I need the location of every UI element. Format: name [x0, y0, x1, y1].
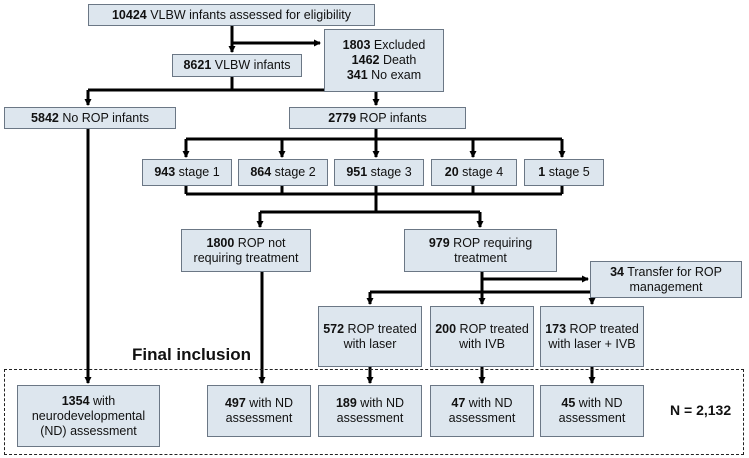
- final-inclusion-label: Final inclusion: [132, 345, 252, 364]
- num: 173: [545, 321, 567, 336]
- num: 497: [224, 396, 246, 410]
- num: 200: [435, 321, 457, 336]
- num: 572: [323, 321, 345, 336]
- box-nd-ivb: 47 with ND assessment: [430, 385, 534, 437]
- text: ROP infants: [356, 110, 427, 125]
- num: 1800: [206, 235, 235, 250]
- num: 341: [346, 68, 368, 82]
- box-requiring-treatment: 979 ROP requiring treatment: [404, 229, 557, 272]
- text: with ND assessment: [448, 396, 516, 425]
- text: with ND assessment: [225, 396, 294, 425]
- num: 1803: [342, 38, 371, 52]
- text: with ND assessment: [336, 396, 405, 425]
- box-nd-not-requiring-treatment: 497 with ND assessment: [207, 385, 311, 437]
- text: Excluded: [370, 38, 426, 52]
- box-laser-ivb: 173 ROP treated with laser + IVB: [540, 306, 644, 367]
- num: 2779: [328, 110, 357, 125]
- box-nd-no-rop: 1354 with neurodevelopmental (ND) assess…: [17, 385, 160, 447]
- box-vlbw: 8621 VLBW infants: [172, 54, 302, 77]
- text: ROP treated with IVB: [456, 321, 529, 351]
- box-no-rop: 5842 No ROP infants: [4, 107, 176, 129]
- num: 1462: [351, 53, 380, 67]
- box-nd-laser: 189 with ND assessment: [318, 385, 422, 437]
- total-count-label: N = 2,132: [670, 402, 732, 418]
- box-rop: 2779 ROP infants: [289, 107, 466, 129]
- num: 951: [346, 165, 368, 179]
- num: 34: [610, 264, 624, 279]
- box-not-requiring-treatment: 1800 ROP not requiring treatment: [181, 229, 311, 272]
- box-excluded: 1803 Excluded 1462 Death 341 No exam: [324, 29, 444, 92]
- box-transfer: 34 Transfer for ROP management: [590, 261, 742, 298]
- text: stage 2: [271, 165, 316, 179]
- text: ROP treated with laser + IVB: [548, 321, 639, 351]
- box-stage-2: 864 stage 2: [238, 159, 328, 186]
- box-stage-5: 1 stage 5: [524, 159, 604, 186]
- num: 10424: [111, 7, 147, 22]
- text: ROP treated with laser: [343, 321, 417, 351]
- num: 1: [538, 165, 546, 179]
- box-stage-4: 20 stage 4: [431, 159, 517, 186]
- text: stage 1: [175, 165, 220, 179]
- num: 864: [250, 165, 272, 179]
- num: 47: [451, 396, 466, 410]
- text: Death: [379, 53, 417, 67]
- num: 979: [428, 235, 450, 250]
- num: 5842: [31, 110, 59, 125]
- num: 45: [561, 396, 576, 410]
- num: 943: [154, 165, 176, 179]
- box-nd-laser-ivb: 45 with ND assessment: [540, 385, 644, 437]
- text: with neurodevelopmental (ND) assessment: [31, 393, 146, 438]
- num: 8621: [183, 58, 212, 72]
- text: Transfer for ROP management: [623, 264, 722, 294]
- text: No ROP infants: [58, 110, 149, 125]
- text: VLBW infants: [211, 58, 291, 72]
- num: 1354: [61, 393, 90, 408]
- text: with ND assessment: [558, 396, 626, 425]
- text: No exam: [367, 68, 422, 82]
- box-stage-1: 943 stage 1: [142, 159, 232, 186]
- text: VLBW infants assessed for eligibility: [146, 7, 352, 22]
- num: 189: [335, 396, 357, 410]
- box-assessed: 10424 VLBW infants assessed for eligibil…: [88, 4, 375, 26]
- text: stage 4: [458, 165, 504, 179]
- box-ivb: 200 ROP treated with IVB: [430, 306, 534, 367]
- final-inclusion-region: [4, 369, 744, 455]
- text: stage 5: [545, 165, 590, 179]
- text: stage 3: [367, 165, 412, 179]
- text: ROP requiring treatment: [449, 235, 533, 265]
- num: 20: [444, 165, 459, 179]
- text: ROP not requiring treatment: [193, 235, 299, 265]
- box-stage-3: 951 stage 3: [334, 159, 424, 186]
- box-laser: 572 ROP treated with laser: [318, 306, 422, 367]
